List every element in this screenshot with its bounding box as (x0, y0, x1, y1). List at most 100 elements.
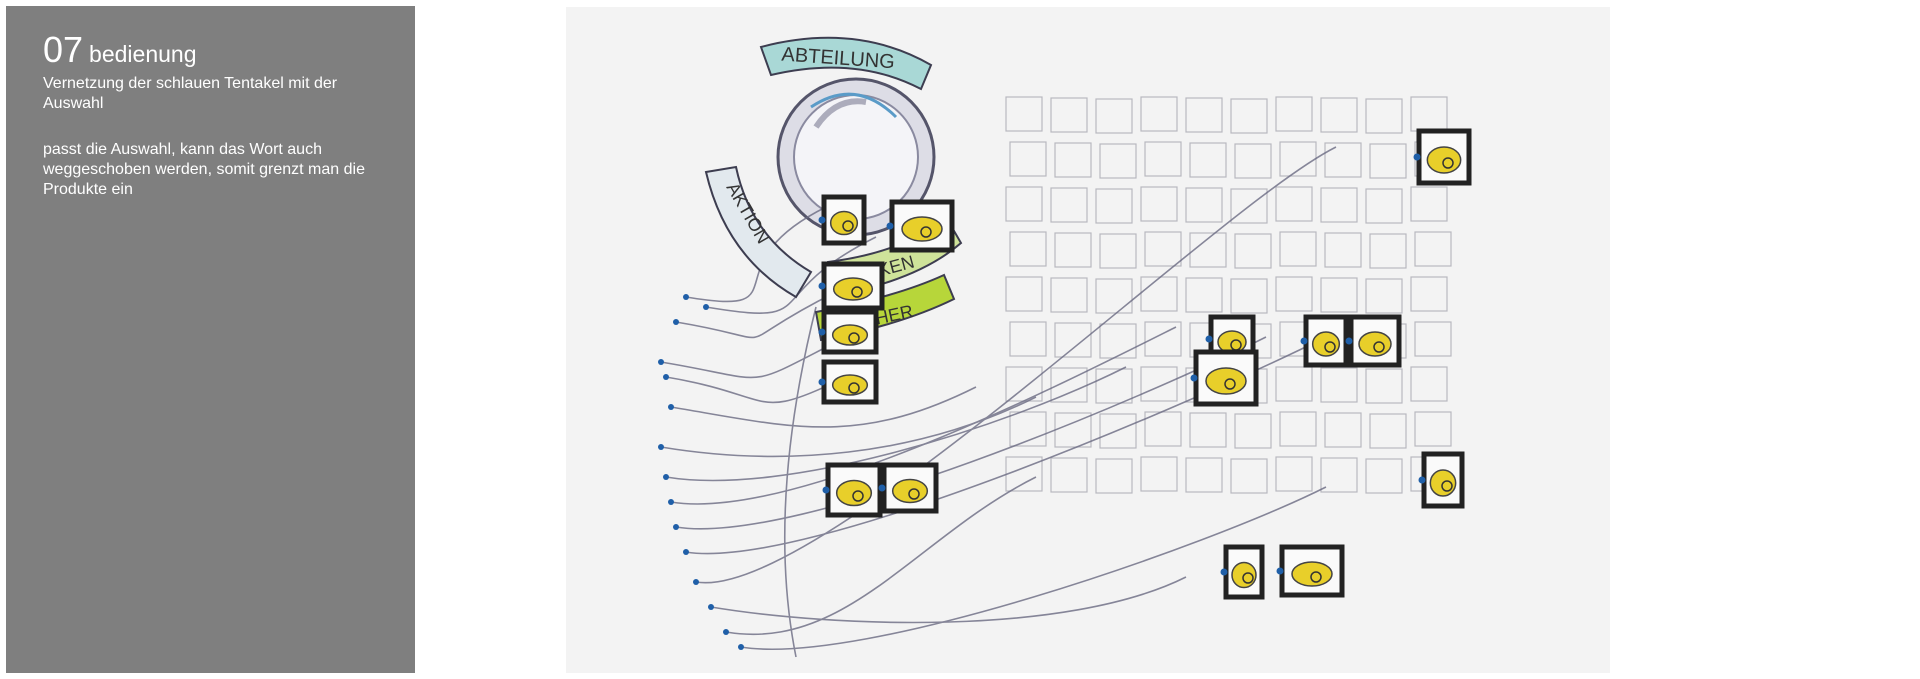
grid-cell (1095, 98, 1133, 134)
tentacle-node (663, 374, 669, 380)
tile-node (1220, 568, 1228, 576)
product-tile (821, 194, 867, 246)
grid-cell (1230, 278, 1268, 314)
tentacle-node (723, 629, 729, 635)
grid-cell (1099, 413, 1137, 449)
grid-cell (1369, 233, 1407, 269)
grid-cell (1410, 366, 1448, 402)
grid-cell (1365, 458, 1403, 494)
grid-cell (1275, 186, 1313, 222)
grid-cell (1234, 233, 1272, 269)
product-tile (1348, 314, 1402, 368)
tentacle-line (705, 236, 877, 314)
tentacle-line (670, 326, 1177, 505)
product-grid (1005, 96, 1452, 494)
product-tile (889, 199, 955, 253)
grid-cell (1009, 141, 1047, 177)
grid-cell (1009, 321, 1047, 357)
grid-cell (1230, 458, 1268, 494)
grid-cell (1234, 413, 1272, 449)
product-tile (1303, 314, 1349, 368)
tile-node (818, 378, 826, 386)
sketch-drawing: ABTEILUNG AKTION MARKEN KÄRCHER (658, 36, 1472, 658)
grid-cell (1099, 323, 1137, 359)
tentacle-lines (660, 146, 1337, 658)
grid-cell (1189, 142, 1227, 178)
tentacle-node (658, 359, 664, 365)
tile-node (822, 486, 830, 494)
grid-cell (1275, 456, 1313, 492)
tile-node (1413, 153, 1421, 161)
tentacle-node (673, 319, 679, 325)
grid-cell (1095, 278, 1133, 314)
grid-cell (1230, 188, 1268, 224)
product-tile (1421, 451, 1465, 509)
grid-cell (1365, 98, 1403, 134)
grid-cell (1144, 321, 1182, 357)
grid-cell (1140, 186, 1178, 222)
grid-cell (1279, 411, 1317, 447)
grid-cell (1140, 366, 1178, 402)
product-tile (1416, 128, 1472, 186)
grid-cell (1275, 366, 1313, 402)
grid-cell (1279, 231, 1317, 267)
tile-node (818, 328, 826, 336)
grid-cell (1414, 231, 1452, 267)
grid-cell (1095, 368, 1133, 404)
tentacle-line (695, 146, 1337, 584)
grid-cell (1320, 457, 1358, 493)
grid-cell (1054, 322, 1092, 358)
tentacle-node (668, 499, 674, 505)
tentacle-line (660, 331, 857, 379)
grid-cell (1234, 143, 1272, 179)
product-tile (1193, 349, 1259, 407)
tentacle-node (668, 404, 674, 410)
grid-cell (1005, 276, 1043, 312)
grid-cell (1324, 412, 1362, 448)
grid-cell (1054, 232, 1092, 268)
grid-cell (1009, 231, 1047, 267)
selector-dial (776, 77, 936, 237)
grid-cell (1365, 188, 1403, 224)
grid-cell (1410, 276, 1448, 312)
grid-cell (1140, 456, 1178, 492)
tile-node (818, 282, 826, 290)
tile-node (878, 484, 886, 492)
grid-cell (1185, 277, 1223, 313)
grid-cell (1320, 97, 1358, 133)
tentacle-node (708, 604, 714, 610)
grid-cell (1140, 96, 1178, 132)
grid-cell (1320, 277, 1358, 313)
grid-cell (1099, 233, 1137, 269)
grid-cell (1144, 231, 1182, 267)
grid-cell (1320, 367, 1358, 403)
tentacle-node (663, 474, 669, 480)
grid-cell (1005, 96, 1043, 132)
section-number: 07 (43, 29, 84, 70)
grid-cell (1369, 143, 1407, 179)
tentacle-node (738, 644, 744, 650)
grid-cell (1099, 143, 1137, 179)
grid-cell (1410, 186, 1448, 222)
grid-cell (1414, 321, 1452, 357)
tentacle-line (783, 306, 817, 658)
tentacle-line (675, 336, 1267, 530)
product-tiles (821, 128, 1472, 600)
grid-cell (1185, 187, 1223, 223)
grid-cell (1050, 97, 1088, 133)
grid-cell (1414, 411, 1452, 447)
tentacle-node (658, 444, 664, 450)
tile-node (1300, 337, 1308, 345)
tile-node (1190, 374, 1198, 382)
tile-node (1276, 567, 1284, 575)
tile-node (886, 222, 894, 230)
tentacle-node (673, 524, 679, 530)
grid-cell (1095, 188, 1133, 224)
tile-node (1345, 337, 1353, 345)
grid-cell (1189, 232, 1227, 268)
grid-cell (1050, 457, 1088, 493)
tentacle-node (693, 579, 699, 585)
tile-node (1418, 476, 1426, 484)
